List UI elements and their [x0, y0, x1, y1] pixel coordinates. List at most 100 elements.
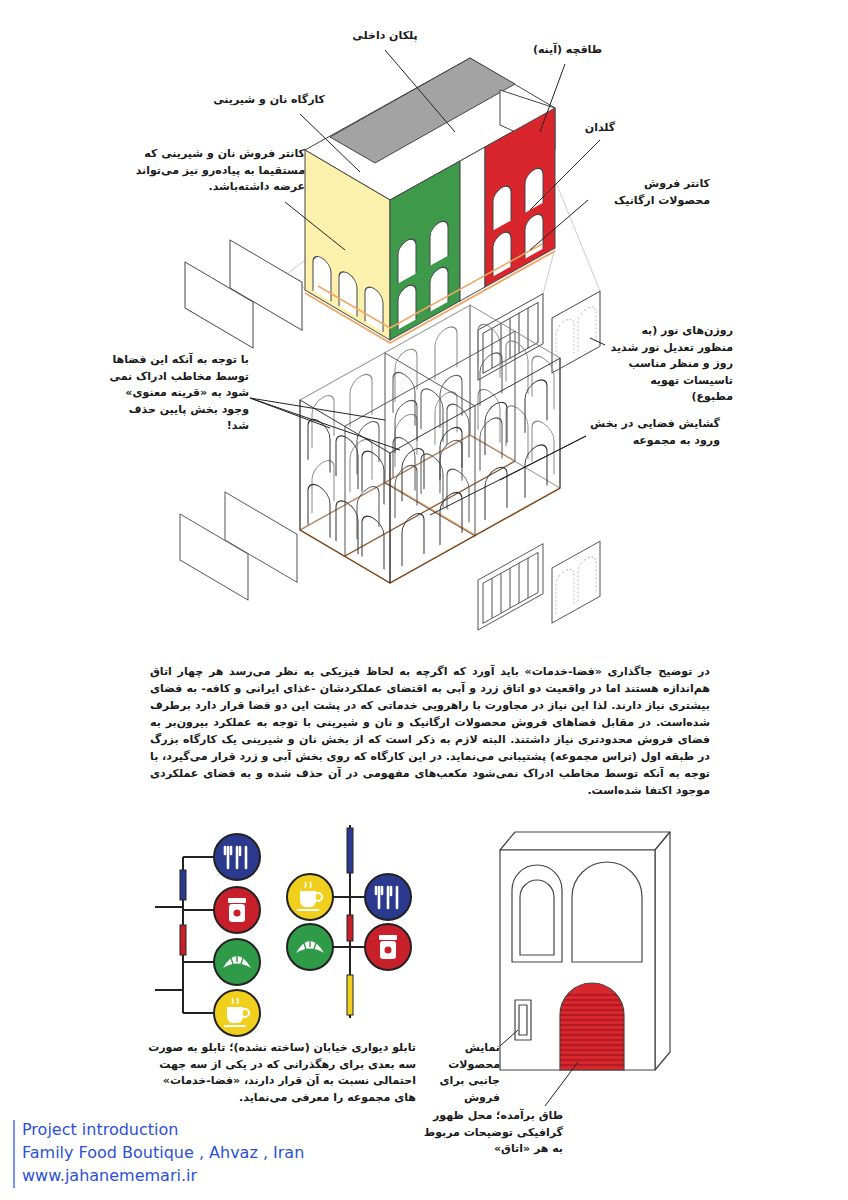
front-right-wall [390, 161, 460, 340]
yellow-wall [305, 150, 390, 340]
street-sign [155, 825, 411, 1036]
arch-block [555, 1005, 630, 1006]
sign-icons [223, 847, 397, 1026]
sign-icons [225, 847, 246, 868]
arch-block [500, 832, 670, 850]
arch-block [555, 1060, 630, 1061]
leader-lines [300, 114, 360, 172]
front-wall [485, 398, 507, 455]
street-sign [333, 946, 365, 948]
leader-lines [285, 202, 345, 250]
window-panel [509, 568, 510, 608]
street-sign [287, 874, 333, 920]
inner-wall [393, 433, 415, 491]
inner-wall [357, 482, 379, 539]
sign-icons [376, 887, 397, 908]
street-sign [365, 924, 411, 970]
street-sign [155, 989, 183, 991]
street-sign [347, 975, 353, 1015]
window-panel [500, 573, 501, 613]
body-paragraph: در توضیح جاگذاری «فضا-خدمات» باید آورد ک… [150, 663, 710, 799]
light-panel [578, 553, 596, 601]
arch-block [555, 1015, 630, 1016]
window-panel [478, 544, 543, 630]
callout-note: با توجه به آنکه این فضاها توسط مخاطب ادر… [104, 352, 249, 435]
callout-note: طاق برآمده؛ محل ظهور گرافیکی توضیحات مرب… [418, 1108, 563, 1158]
front-wall [440, 488, 462, 545]
window-panel [509, 318, 510, 358]
inner-wall [440, 436, 462, 493]
light-panel [552, 291, 600, 373]
leader-lines [250, 398, 385, 420]
leader-lines [500, 1030, 518, 1046]
front-wall [300, 400, 390, 583]
front-wall [485, 463, 507, 520]
leader-lines [530, 200, 588, 250]
arch-block [520, 880, 554, 955]
street-sign [183, 961, 214, 963]
sign-icons [223, 955, 251, 968]
yellow-wall [339, 268, 357, 317]
callout-note: نمایش محصولات جانبی برای فروش [420, 1040, 500, 1106]
front-wall [402, 444, 424, 501]
yellow-wall [365, 283, 383, 332]
callout-note: تابلو دیواری خیابان (ساخته نشده)؛ تابلو … [148, 1040, 416, 1106]
window-panel [491, 328, 492, 368]
part-label: کانتر فروش محصولات ارگانیک [590, 176, 710, 209]
arch-block [555, 995, 630, 996]
arch-block [555, 995, 630, 1065]
arch-block [500, 832, 670, 1070]
inner-wall [395, 461, 417, 518]
window-panel [483, 303, 538, 374]
exploded-panel [180, 514, 248, 600]
front-right-wall [493, 182, 511, 230]
light-panel [578, 303, 596, 351]
leader-lines [530, 140, 600, 210]
credit-text: Family Food Boutique , Ahvaz , Iran [22, 1143, 352, 1164]
credit-bar [13, 1120, 15, 1188]
arch-block [519, 1005, 527, 1035]
leader-lines [250, 398, 400, 450]
window-panel [527, 558, 528, 598]
arch-block [572, 862, 642, 962]
part-label: گلدان [570, 120, 630, 137]
arch-block [555, 1030, 630, 1031]
credit-text: www.jahanememari.ir [22, 1166, 352, 1187]
street-sign [347, 828, 353, 873]
sign-icons [296, 940, 324, 953]
callout-note: گشایش فضایی در بخش ورود به مجموعه [590, 416, 720, 449]
sign-icons [228, 898, 246, 922]
sign-icons [379, 935, 397, 959]
light-panel [552, 541, 600, 623]
leader-lines [540, 64, 565, 132]
guide-lines [555, 180, 600, 291]
arch-block [555, 1020, 630, 1021]
part-label: طاقچه (آینه) [515, 42, 620, 59]
street-sign [287, 924, 333, 970]
back-wall [395, 345, 417, 402]
part-label: پلکان داخلی [330, 28, 440, 45]
street-sign [347, 915, 353, 941]
arch-block [555, 1035, 630, 1036]
upper-axonometric [185, 58, 600, 380]
front-wall [525, 375, 547, 432]
arch-block [555, 1025, 630, 1026]
front-right-wall [398, 235, 416, 283]
front-wall [308, 480, 330, 538]
back-wall [350, 370, 372, 427]
front-wall [440, 423, 462, 480]
leader-lines [500, 1030, 578, 1106]
window-panel [518, 563, 519, 603]
front-wall [402, 509, 424, 566]
arch-block [555, 1055, 630, 1056]
street-sign [180, 925, 186, 955]
credit-text: Project introduction [22, 1120, 352, 1141]
callout-note: کانتر فروش نان و شیرینی که مستقیما به پی… [120, 146, 305, 196]
window-panel [491, 578, 492, 618]
arch-block [512, 865, 562, 962]
back-wall [506, 336, 528, 394]
window-panel [478, 294, 543, 380]
street-sign [214, 939, 260, 985]
street-sign [180, 870, 186, 900]
front-right-wall [430, 218, 448, 266]
